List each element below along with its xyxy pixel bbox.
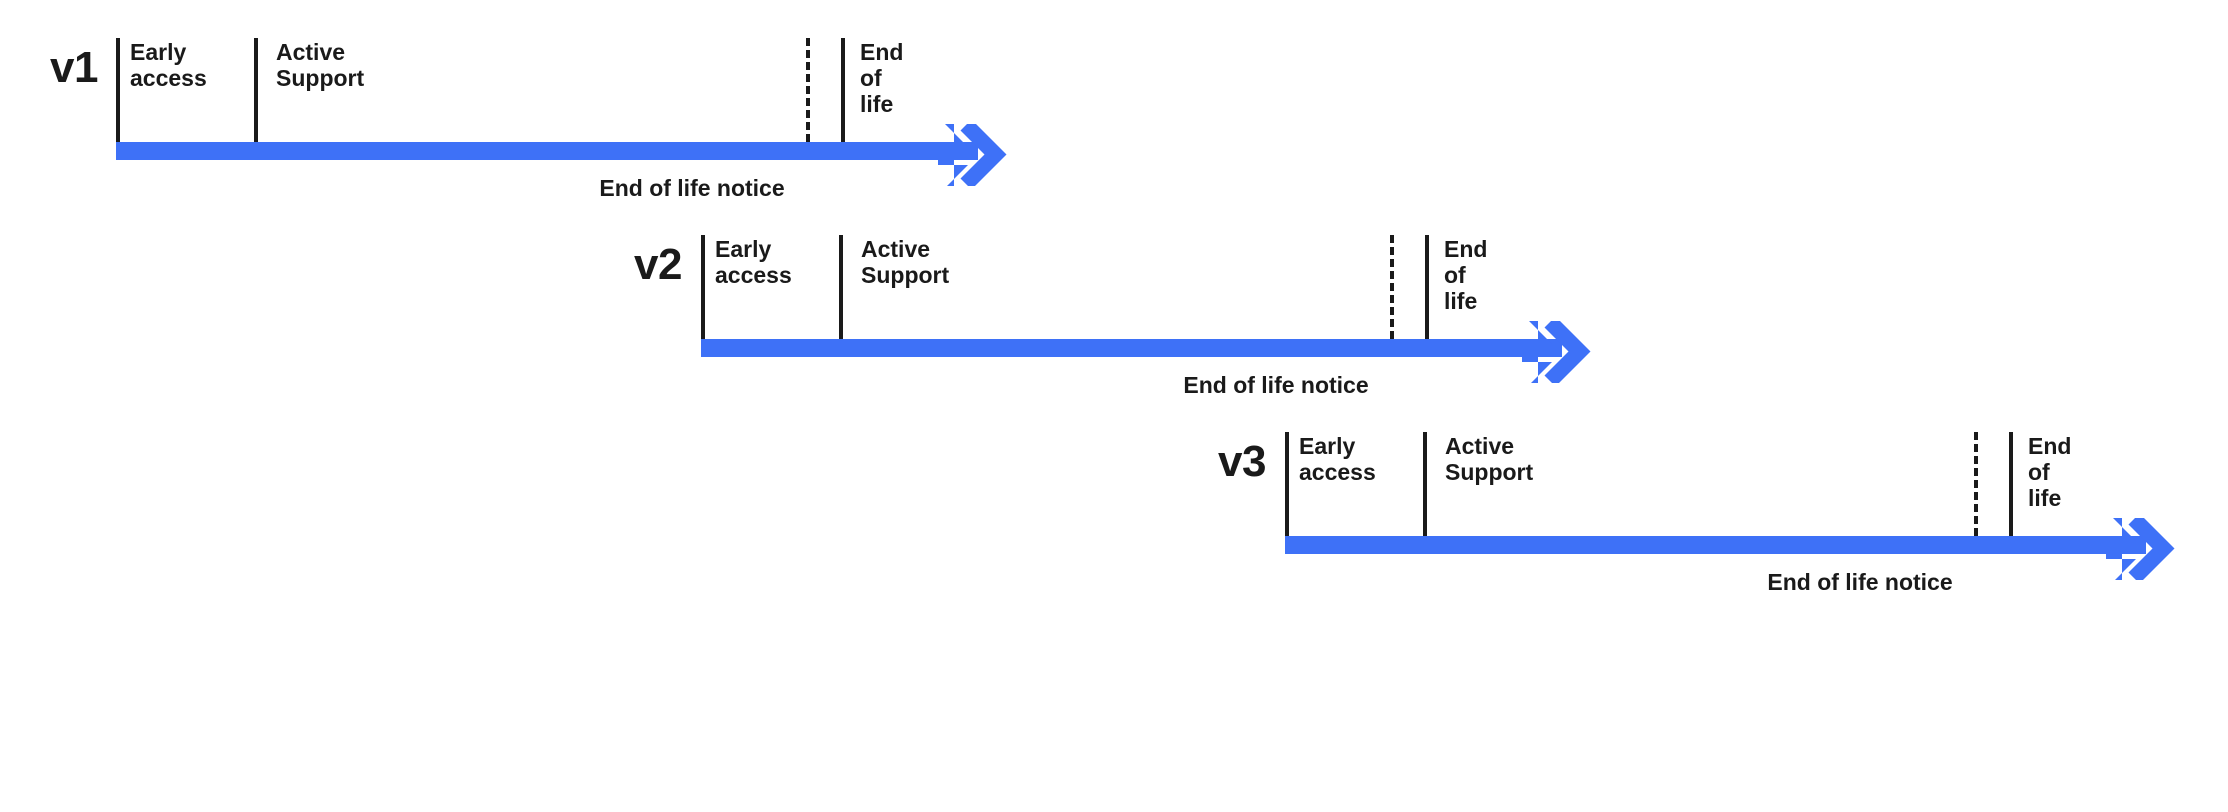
milestone-divider-start [116,38,120,142]
phase-label-active-support: Active Support [861,236,950,288]
version-label-v3: v3 [1218,437,1266,486]
phase-label-early-access: Early access [1299,433,1376,485]
milestone-divider-early-access-end [1423,432,1427,536]
milestone-divider-end-of-life-notice [806,38,810,142]
timeline-arrow-icon [938,124,1016,186]
milestone-divider-start [1285,432,1289,536]
timeline-bar [1285,536,2146,554]
phase-label-active-support: Active Support [276,39,365,91]
notice-label-end-of-life-notice: End of life notice [1767,569,1953,595]
timeline-bar [116,142,978,160]
notice-label-end-of-life-notice: End of life notice [599,175,785,201]
phase-label-end-of-life: End of life [860,39,904,117]
phase-label-early-access: Early access [130,39,207,91]
milestone-divider-early-access-end [839,235,843,339]
phase-label-end-of-life: End of life [1444,236,1488,314]
phase-label-active-support: Active Support [1445,433,1534,485]
timeline-bar [701,339,1562,357]
version-label-v2: v2 [634,240,682,289]
timeline-arrow-icon [2106,518,2184,580]
milestone-divider-start [701,235,705,339]
phase-label-end-of-life: End of life [2028,433,2072,511]
version-label-v1: v1 [50,43,98,92]
timeline-arrow-icon [1522,321,1600,383]
notice-label-end-of-life-notice: End of life notice [1183,372,1369,398]
milestone-divider-end-of-life-notice [1390,235,1394,339]
milestone-divider-end-of-life [841,38,845,142]
milestone-divider-early-access-end [254,38,258,142]
phase-label-early-access: Early access [715,236,792,288]
milestone-divider-end-of-life [1425,235,1429,339]
milestone-divider-end-of-life-notice [1974,432,1978,536]
milestone-divider-end-of-life [2009,432,2013,536]
